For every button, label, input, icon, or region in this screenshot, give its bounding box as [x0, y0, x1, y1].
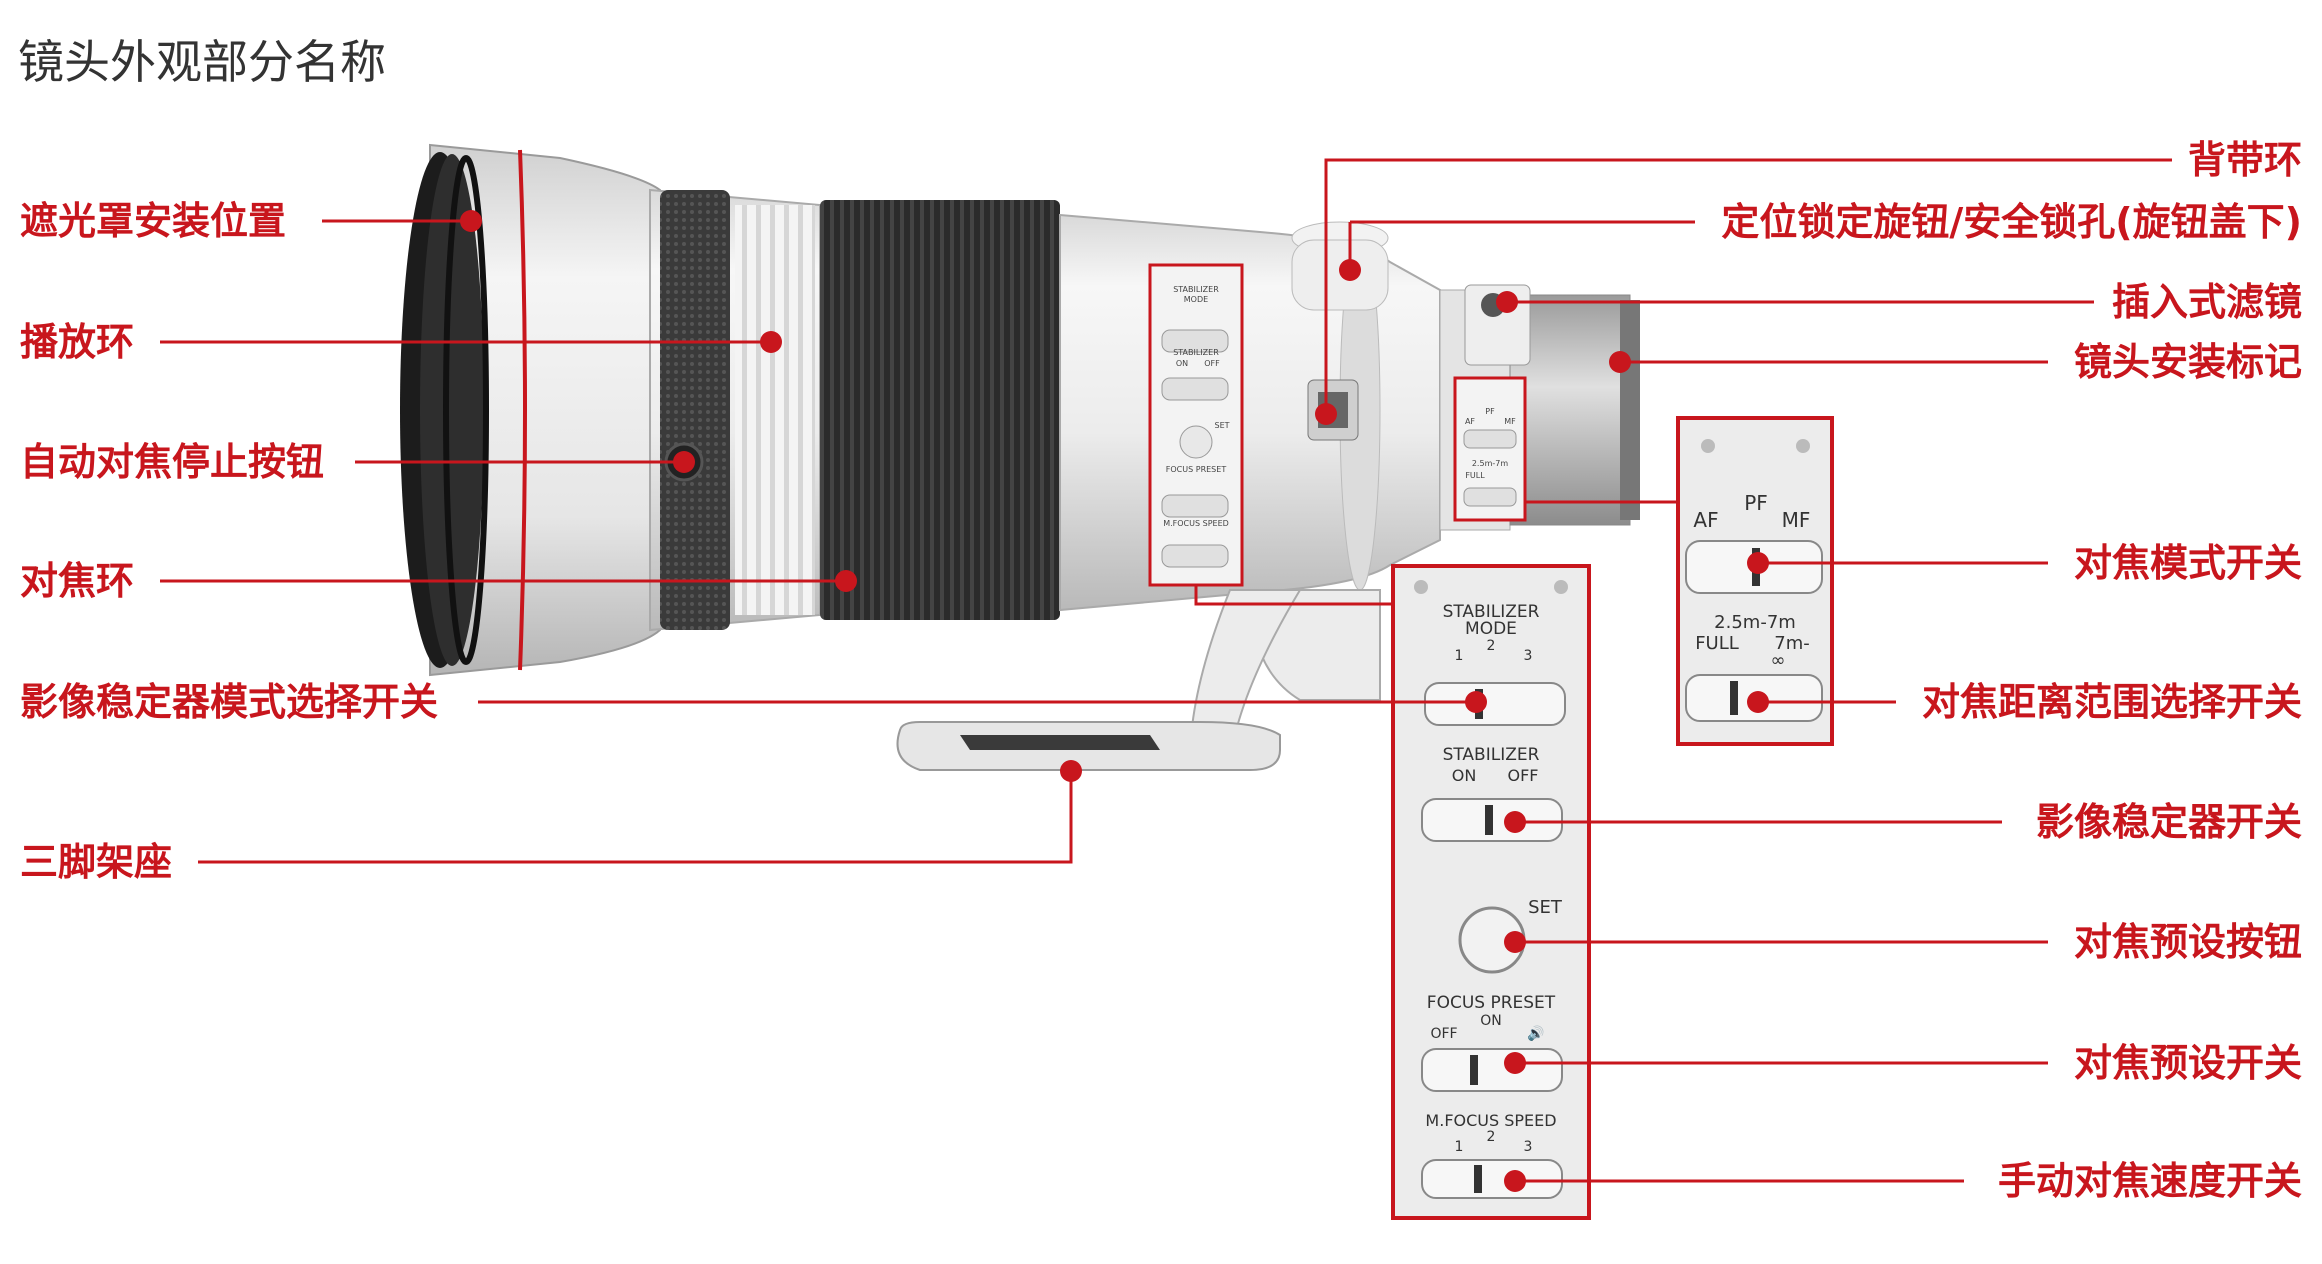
callout-focus-ring: 对焦环 — [20, 559, 135, 603]
callout-af-stop-button: 自动对焦停止按钮 — [20, 440, 325, 484]
callout-focus-distance-switch: 对焦距离范围选择开关 — [1921, 680, 2302, 724]
callout-lock-knob: 定位锁定旋钮/安全锁孔(旋钮盖下) — [1721, 200, 2302, 244]
stabilizer-mode-label-1: STABILIZER — [1443, 602, 1540, 622]
focus-af: AF — [1693, 508, 1718, 532]
switch-panel-main: STABILIZER MODE 1 2 3 STABILIZER ON OFF … — [1391, 564, 1591, 1220]
panel-connector-main — [1194, 585, 1393, 606]
stabilizer-mode-switch-body — [1424, 682, 1566, 726]
small-focus-l3: MF — [1504, 417, 1516, 426]
leader-dots — [460, 210, 1769, 1192]
mf-speed-switch-body — [1421, 1159, 1563, 1199]
callout-tripod-mount: 三脚架座 — [20, 840, 173, 884]
playback-ring-graphic — [660, 190, 730, 630]
small-main-l1: STABILIZER — [1173, 285, 1219, 294]
tripod-foot — [896, 589, 1381, 771]
focus-range: 2.5m-7m — [1714, 612, 1796, 633]
focus-preset-sound-icon: 🔊 — [1527, 1024, 1544, 1042]
focus-pf: PF — [1744, 491, 1768, 515]
small-panel-main-graphic: STABILIZER MODE STABILIZER ON OFF SET FO… — [1148, 263, 1244, 587]
stabilizer-mode-pos-1: 1 — [1455, 648, 1464, 664]
callout-is-mode-switch: 影像稳定器模式选择开关 — [20, 680, 439, 724]
focus-full: FULL — [1695, 633, 1739, 654]
mf-speed-pos-1: 1 — [1455, 1139, 1464, 1155]
focus-mf: MF — [1782, 508, 1811, 532]
stabilizer-on: ON — [1452, 766, 1477, 785]
small-focus-l5: FULL — [1465, 471, 1485, 480]
callout-focus-preset-switch: 对焦预设开关 — [2073, 1041, 2302, 1085]
stabilizer-mode-pos-2: 2 — [1487, 638, 1496, 654]
small-main-l3: STABILIZER — [1173, 348, 1219, 357]
lock-knob-graphic — [1291, 221, 1389, 311]
focus-preset-switch-body — [1421, 1048, 1563, 1092]
mf-speed-pos-3: 3 — [1524, 1139, 1533, 1155]
set-label: SET — [1528, 897, 1563, 918]
callout-strap-ring: 背带环 — [2187, 138, 2302, 182]
mf-speed-pos-2: 2 — [1487, 1129, 1496, 1145]
focus-preset-on: ON — [1480, 1013, 1502, 1029]
callout-mf-speed-switch: 手动对焦速度开关 — [1997, 1159, 2302, 1203]
page-title: 镜头外观部分名称 — [18, 35, 386, 89]
small-main-l6: SET — [1214, 421, 1229, 430]
focus-infinity: ∞ — [1771, 650, 1786, 671]
stabilizer-off: OFF — [1508, 766, 1539, 785]
callout-playback-ring: 播放环 — [20, 320, 135, 364]
leader-lines — [160, 158, 2172, 1183]
focus-ring-graphic — [820, 200, 1060, 620]
focus-preset-off: OFF — [1430, 1026, 1457, 1042]
callout-is-switch: 影像稳定器开关 — [2035, 800, 2302, 844]
small-main-l7: FOCUS PRESET — [1166, 465, 1227, 474]
callout-drop-in-filter: 插入式滤镜 — [2111, 280, 2302, 324]
callout-mount-index: 镜头安装标记 — [2073, 340, 2302, 384]
stabilizer-mode-pos-3: 3 — [1524, 648, 1533, 664]
stabilizer-mode-label-2: MODE — [1465, 619, 1517, 639]
small-focus-l1: AF — [1465, 417, 1475, 426]
callout-focus-mode-switch: 对焦模式开关 — [2073, 541, 2302, 585]
lens-hood — [400, 143, 661, 677]
focus-preset-label: FOCUS PRESET — [1427, 993, 1556, 1013]
small-focus-l2: PF — [1485, 407, 1495, 416]
small-main-l2: MODE — [1184, 295, 1208, 304]
small-main-l5: OFF — [1204, 359, 1220, 368]
mf-speed-label: M.FOCUS SPEED — [1425, 1111, 1556, 1130]
small-panel-focus-graphic: AF PF MF 2.5m-7m FULL — [1453, 376, 1527, 522]
callout-focus-preset-button: 对焦预设按钮 — [2073, 920, 2302, 964]
callout-hood-mount: 遮光罩安装位置 — [20, 199, 287, 243]
small-main-l8: M.FOCUS SPEED — [1163, 519, 1229, 528]
focus-near: 7m- — [1774, 633, 1809, 654]
stabilizer-label: STABILIZER — [1443, 745, 1540, 765]
small-focus-l4: 2.5m-7m — [1472, 459, 1508, 468]
small-main-l4: ON — [1176, 359, 1188, 368]
